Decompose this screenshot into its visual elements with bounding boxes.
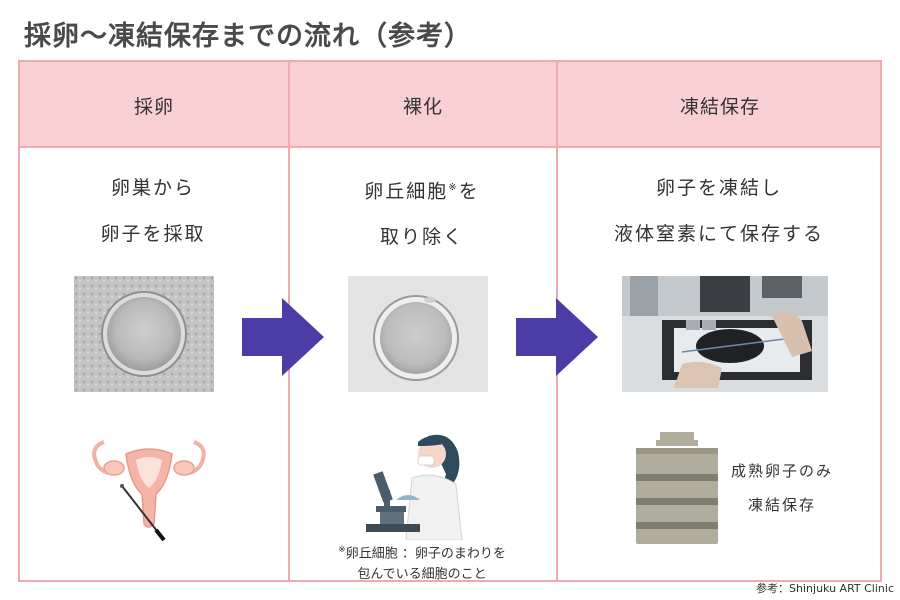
desc-line: 取り除く (379, 226, 464, 249)
footnote: ※卵丘細胞 ：卵子のまわりを 包んでいる細胞のこと (288, 540, 556, 585)
denuded-oocyte-photo (348, 276, 488, 392)
flow-arrow-icon (242, 298, 324, 376)
source-credit: 参考：Shinjuku ART Clinic (756, 582, 894, 595)
desc-text: 卵丘細胞 (364, 180, 449, 203)
header-raka: 裸化 (402, 95, 443, 118)
oocyte-cumulus-photo (74, 276, 214, 392)
desc-text: を (458, 180, 480, 203)
desc-touketsu: 卵子を凍結し 液体窒素にて保存する (556, 165, 882, 257)
header-row (20, 62, 880, 148)
desc-line: 卵丘細胞※を (288, 165, 556, 214)
uterus-icon (92, 440, 206, 542)
tank-label-line: 成熟卵子のみ (730, 462, 833, 480)
header-touketsu: 凍結保存 (679, 95, 760, 118)
desc-line: 液体窒素にて保存する (613, 223, 824, 245)
flow-arrow-icon (516, 298, 598, 376)
footnote-line: 包んでいる細胞のこと (357, 567, 487, 583)
tank-label: 成熟卵子のみ 凍結保存 (722, 454, 842, 522)
tank-label-line: 凍結保存 (747, 496, 816, 514)
footnote-text: 卵丘細胞 ：卵子のまわりを (345, 546, 506, 562)
header-sairan: 採卵 (133, 95, 174, 118)
desc-sairan: 卵巣から 卵子を採取 (20, 165, 286, 257)
desc-line: 卵巣から (110, 177, 195, 199)
vitrification-lab-photo (622, 276, 828, 392)
liquid-nitrogen-tank-icon (636, 432, 718, 544)
footnote-mark: ※ (338, 545, 346, 555)
footnote-line: ※卵丘細胞 ：卵子のまわりを (288, 540, 556, 564)
footnote-mark: ※ (448, 182, 459, 193)
desc-raka: 卵丘細胞※を 取り除く (288, 165, 556, 260)
desc-line: 卵子を凍結し (655, 177, 782, 199)
desc-line: 卵子を採取 (100, 223, 206, 245)
scientist-microscope-icon (366, 434, 463, 540)
page-title: 採卵〜凍結保存までの流れ（参考） (24, 21, 472, 52)
